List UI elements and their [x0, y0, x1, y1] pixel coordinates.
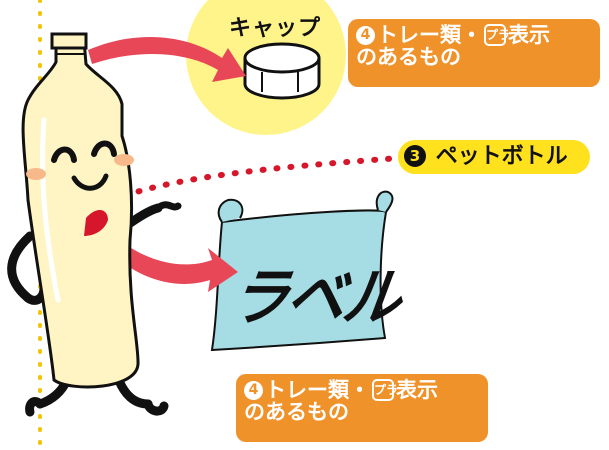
- pet-bottle-number: 3: [404, 145, 426, 167]
- label-tag-number: 4: [244, 380, 263, 400]
- pet-bottle-label: ペットボトル: [435, 144, 568, 169]
- cap-pla-mark-icon: プラ: [484, 24, 510, 46]
- cap-icon: [243, 42, 321, 100]
- label-tag-line1-end: 表示: [396, 378, 438, 402]
- label-sheet: [210, 209, 388, 352]
- label-pla-mark-icon: プラ: [372, 379, 398, 401]
- pet-bottle-tag: 3 ペットボトル: [398, 140, 590, 174]
- bottle-dotted-line: [109, 155, 403, 203]
- cap-title: キャップ: [229, 16, 322, 41]
- label-title: ラベル: [226, 260, 405, 335]
- cap-tag-line1-end: 表示: [508, 23, 550, 47]
- cap-tag-number: 4: [356, 25, 375, 45]
- label-category-tag: 4 トレー類・ プラ 表示 のあるもの: [236, 374, 488, 442]
- cap-tag-line1: トレー類・: [377, 23, 482, 47]
- bottle-character: [7, 32, 182, 417]
- cap-arrow: [88, 36, 246, 82]
- cap-category-tag: 4 トレー類・ プラ 表示 のあるもの: [348, 19, 600, 87]
- label-tag-line2: のあるもの: [244, 400, 349, 424]
- cap-tag-line2: のあるもの: [356, 45, 461, 69]
- label-tag-line1: トレー類・: [265, 378, 370, 402]
- label-arrow: [122, 246, 238, 292]
